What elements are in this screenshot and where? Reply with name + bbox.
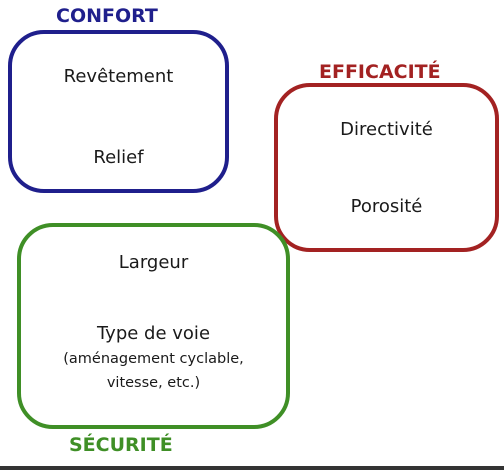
efficacite-title: EFFICACITÉ [319, 61, 441, 83]
efficacite-item-directivite: Directivité [340, 119, 433, 140]
confort-box: Revêtement Relief [8, 30, 229, 193]
efficacite-box: Directivité Porosité [274, 83, 499, 252]
bottom-border [0, 466, 504, 470]
securite-item-largeur: Largeur [118, 252, 189, 273]
confort-item-relief: Relief [93, 147, 144, 168]
securite-title: SÉCURITÉ [69, 434, 173, 456]
confort-title: CONFORT [56, 5, 158, 27]
securite-item-note: (aménagement cyclable, vitesse, etc.) [63, 351, 244, 391]
securite-box: Largeur Type de voie (aménagement cyclab… [17, 223, 290, 429]
efficacite-item-porosite: Porosité [350, 196, 423, 217]
securite-item-type-de-voie: Type de voie [96, 323, 211, 344]
confort-item-revetement: Revêtement [63, 66, 174, 87]
